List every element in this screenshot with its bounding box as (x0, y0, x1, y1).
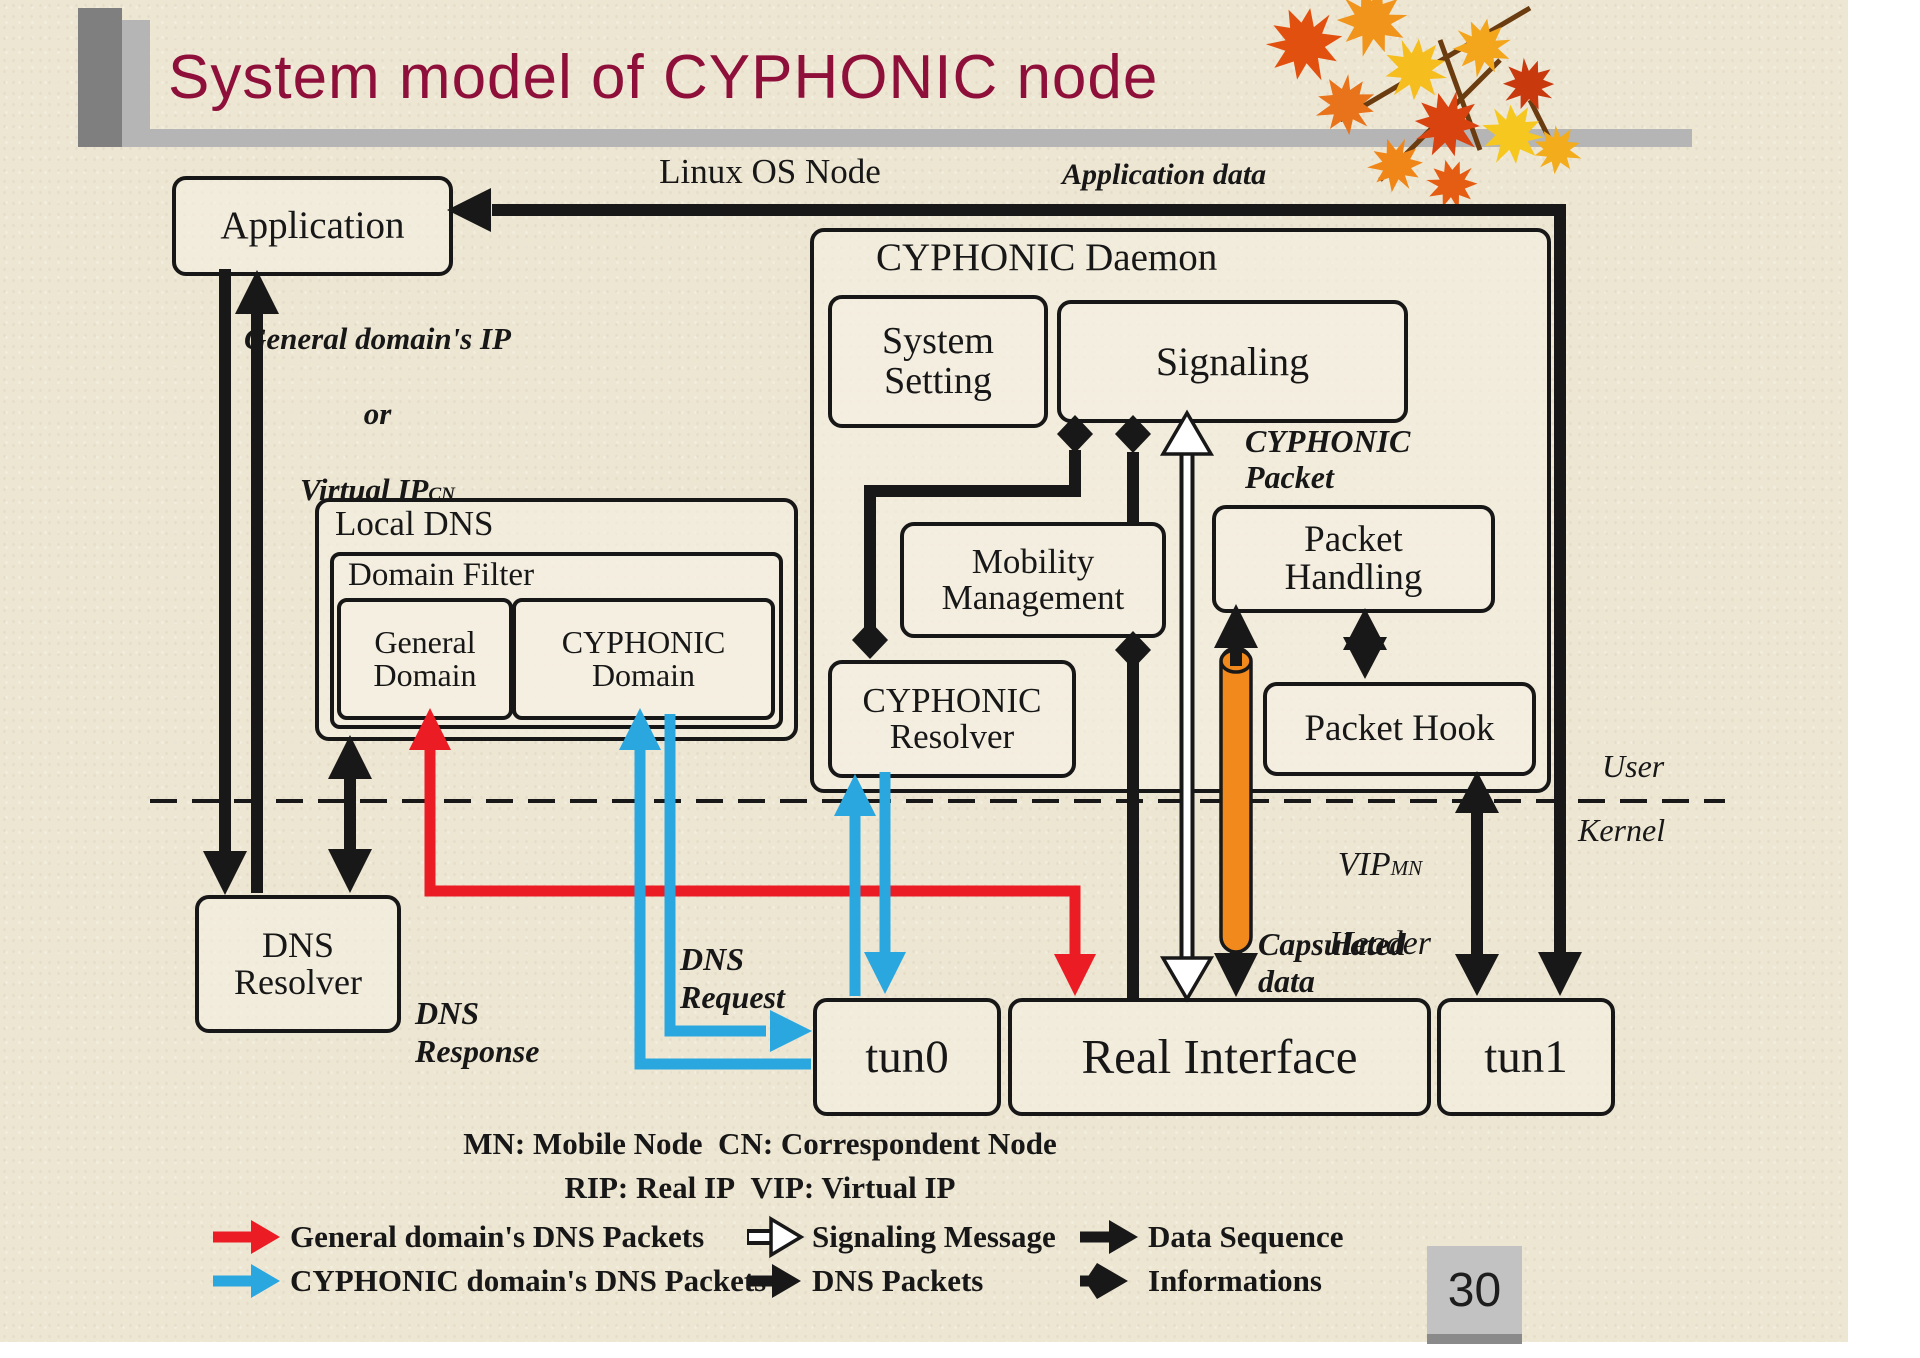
legend-blue-label: CYPHONIC domain's DNS Packets (290, 1263, 767, 1298)
real-interface-box: Real Interface (1008, 998, 1431, 1116)
legend-data-sequence-label: Data Sequence (1148, 1219, 1344, 1254)
header-accent-bar (78, 8, 122, 147)
cyphonic-resolver-box: CYPHONIC Resolver (828, 660, 1076, 778)
kernel-space-label: Kernel (1578, 812, 1666, 848)
user-space-label: User (1602, 748, 1665, 784)
header-underline-rule (122, 129, 1692, 147)
mobility-management-box: Mobility Management (900, 522, 1166, 638)
general-ip-label: General domain's IP or Virtual IPCN (244, 320, 511, 508)
legend-abbrev-line2: RIP: Real IP VIP: Virtual IP (564, 1170, 956, 1205)
page-number-badge: 30 (1427, 1246, 1522, 1334)
dns-response-label: DNS Response (415, 995, 540, 1070)
system-setting-box: System Setting (828, 295, 1048, 428)
packet-handling-box: Packet Handling (1212, 505, 1495, 613)
general-domain-box: General Domain (337, 598, 513, 720)
packet-hook-box: Packet Hook (1263, 682, 1536, 776)
tun0-box: tun0 (813, 998, 1001, 1116)
linux-os-node-label: Linux OS Node (659, 152, 881, 191)
dns-request-label: DNS Request (680, 941, 785, 1016)
application-box: Application (172, 176, 453, 276)
legend-red-label: General domain's DNS Packets (290, 1219, 705, 1254)
legend-dns-label: DNS Packets (812, 1263, 984, 1298)
header-left-rule (122, 20, 150, 147)
cyphonic-domain-box: CYPHONIC Domain (512, 598, 775, 720)
cyphonic-packet-label: CYPHONIC Packet (1245, 423, 1411, 495)
legend-informations-label: Informations (1148, 1263, 1322, 1298)
legend-signaling-label: Signaling Message (812, 1219, 1056, 1254)
page-number-strip (1427, 1334, 1522, 1344)
legend-abbrev-line1: MN: Mobile Node CN: Correspondent Node (463, 1126, 1057, 1161)
page-number: 30 (1447, 1263, 1502, 1317)
dns-resolver-box: DNS Resolver (195, 895, 401, 1033)
signaling-box: Signaling (1057, 300, 1408, 423)
capsulated-data-label: Capsulated data (1258, 926, 1406, 999)
page-title: System model of CYPHONIC node (168, 43, 1159, 112)
application-data-label: Application data (1062, 158, 1267, 191)
tun1-box: tun1 (1437, 998, 1615, 1116)
